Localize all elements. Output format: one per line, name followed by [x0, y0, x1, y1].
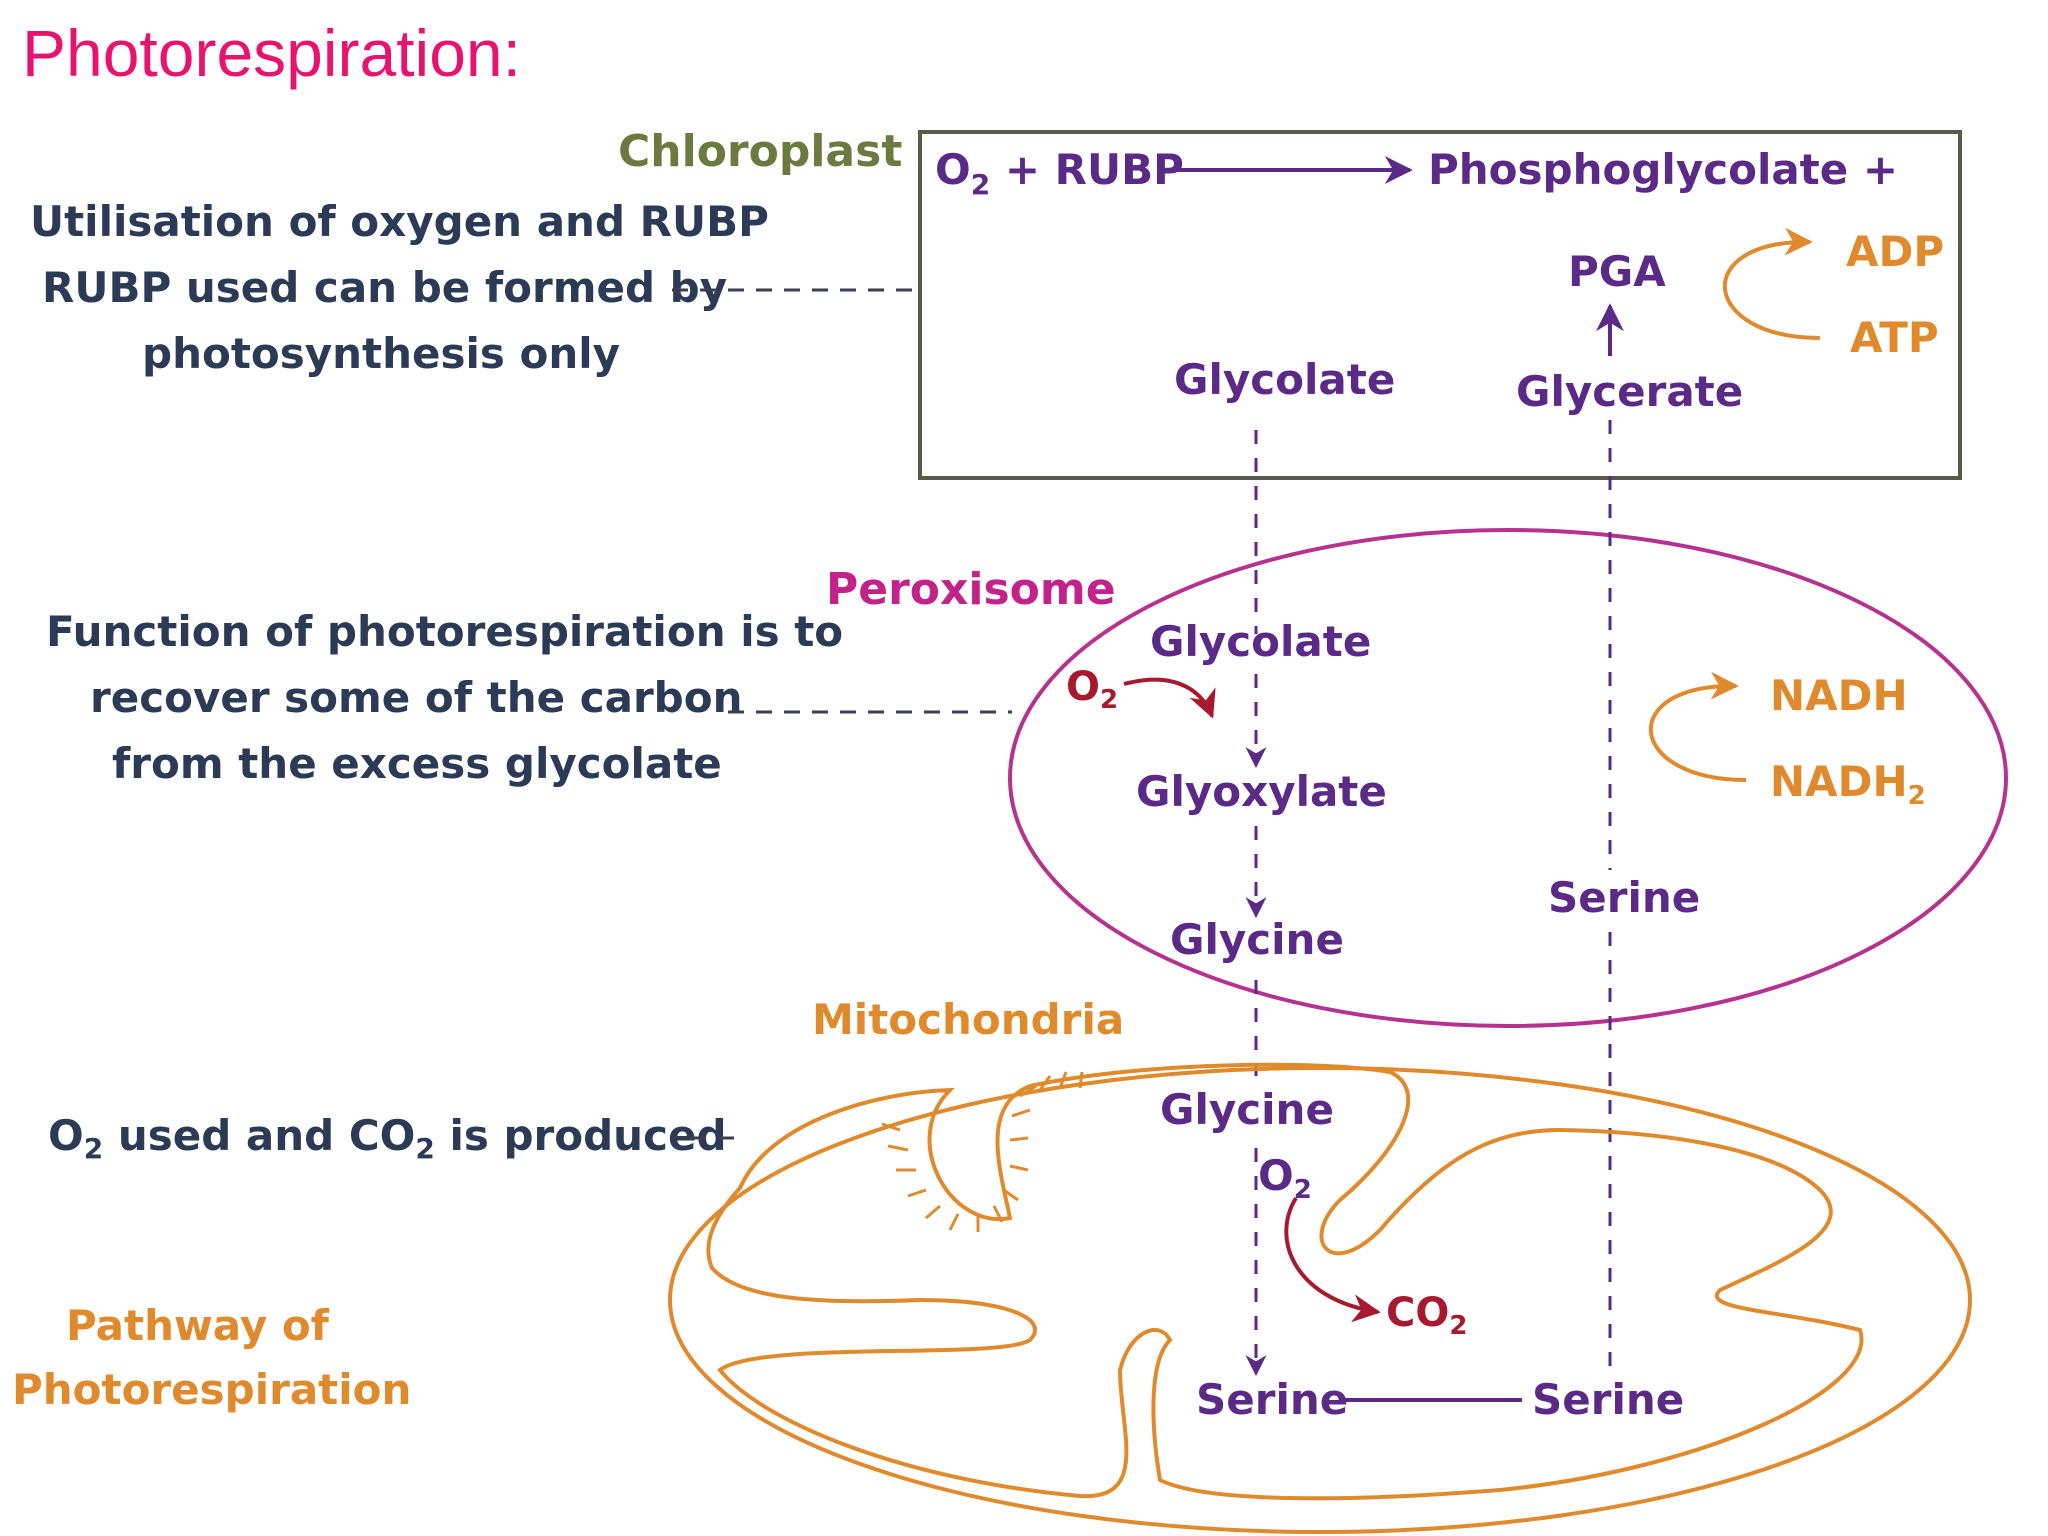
atp-label: ATP [1850, 313, 1939, 362]
mitochondria-serine-right-label: Serine [1532, 1375, 1684, 1424]
note-utilisation: Utilisation of oxygen and RUBP [30, 197, 769, 246]
chloroplast-label: Chloroplast [618, 126, 902, 177]
peroxisome-o2-arrow [1123, 677, 1216, 719]
glyoxylate-label: Glyoxylate [1136, 767, 1387, 816]
glycerate-label: Glycerate [1516, 367, 1743, 416]
note-photosynthesis: photosynthesis only [142, 329, 620, 378]
mitochondria-label: Mitochondria [812, 995, 1124, 1044]
nadh2-label: NADH2 [1770, 757, 1926, 811]
note-function-3: from the excess glycolate [112, 739, 722, 788]
mitochondria-outer-membrane [668, 1066, 1972, 1534]
note-o2-co2: O2 used and CO2 is produced [48, 1111, 727, 1165]
chloroplast-glycolate-label: Glycolate [1174, 355, 1395, 404]
page-title: Photorespiration: [22, 16, 521, 90]
nadh-cycle-arrow [1648, 671, 1747, 782]
adp-atp-cycle-arrow [1722, 227, 1821, 340]
peroxisome-glycolate-label: Glycolate [1150, 617, 1371, 666]
peroxisome-o2-label: O2 [1066, 664, 1118, 715]
pathway-label-2: Photorespiration [12, 1365, 411, 1414]
crista-bristles [881, 1071, 1084, 1232]
nadh-label: NADH [1770, 671, 1908, 720]
pga-label: PGA [1568, 247, 1666, 296]
mitochondria-o2-label: O2 [1258, 1151, 1312, 1205]
note-function-2: recover some of the carbon [90, 673, 742, 722]
adp-label: ADP [1846, 227, 1944, 276]
peroxisome-label: Peroxisome [826, 564, 1116, 615]
co2-release-arrow [1284, 1196, 1381, 1323]
peroxisome-serine-label: Serine [1548, 873, 1700, 922]
mitochondria-glycine-label: Glycine [1160, 1085, 1334, 1134]
mitochondria-inner-membrane [706, 1062, 1864, 1501]
peroxisome-membrane [1008, 528, 2008, 1028]
pathway-label-1: Pathway of [66, 1301, 330, 1350]
chloroplast-box [918, 130, 1962, 480]
note-rubp-formed: RUBP used can be formed by [42, 263, 727, 312]
co2-label: CO2 [1386, 1290, 1467, 1341]
note-function-1: Function of photorespiration is to [46, 607, 843, 656]
peroxisome-glycine-label: Glycine [1170, 915, 1344, 964]
phosphoglycolate-label: Phosphoglycolate + [1428, 145, 1898, 194]
mitochondria-serine-left-label: Serine [1196, 1375, 1348, 1424]
o2-rubp-label: O2 + RUBP [935, 145, 1184, 201]
